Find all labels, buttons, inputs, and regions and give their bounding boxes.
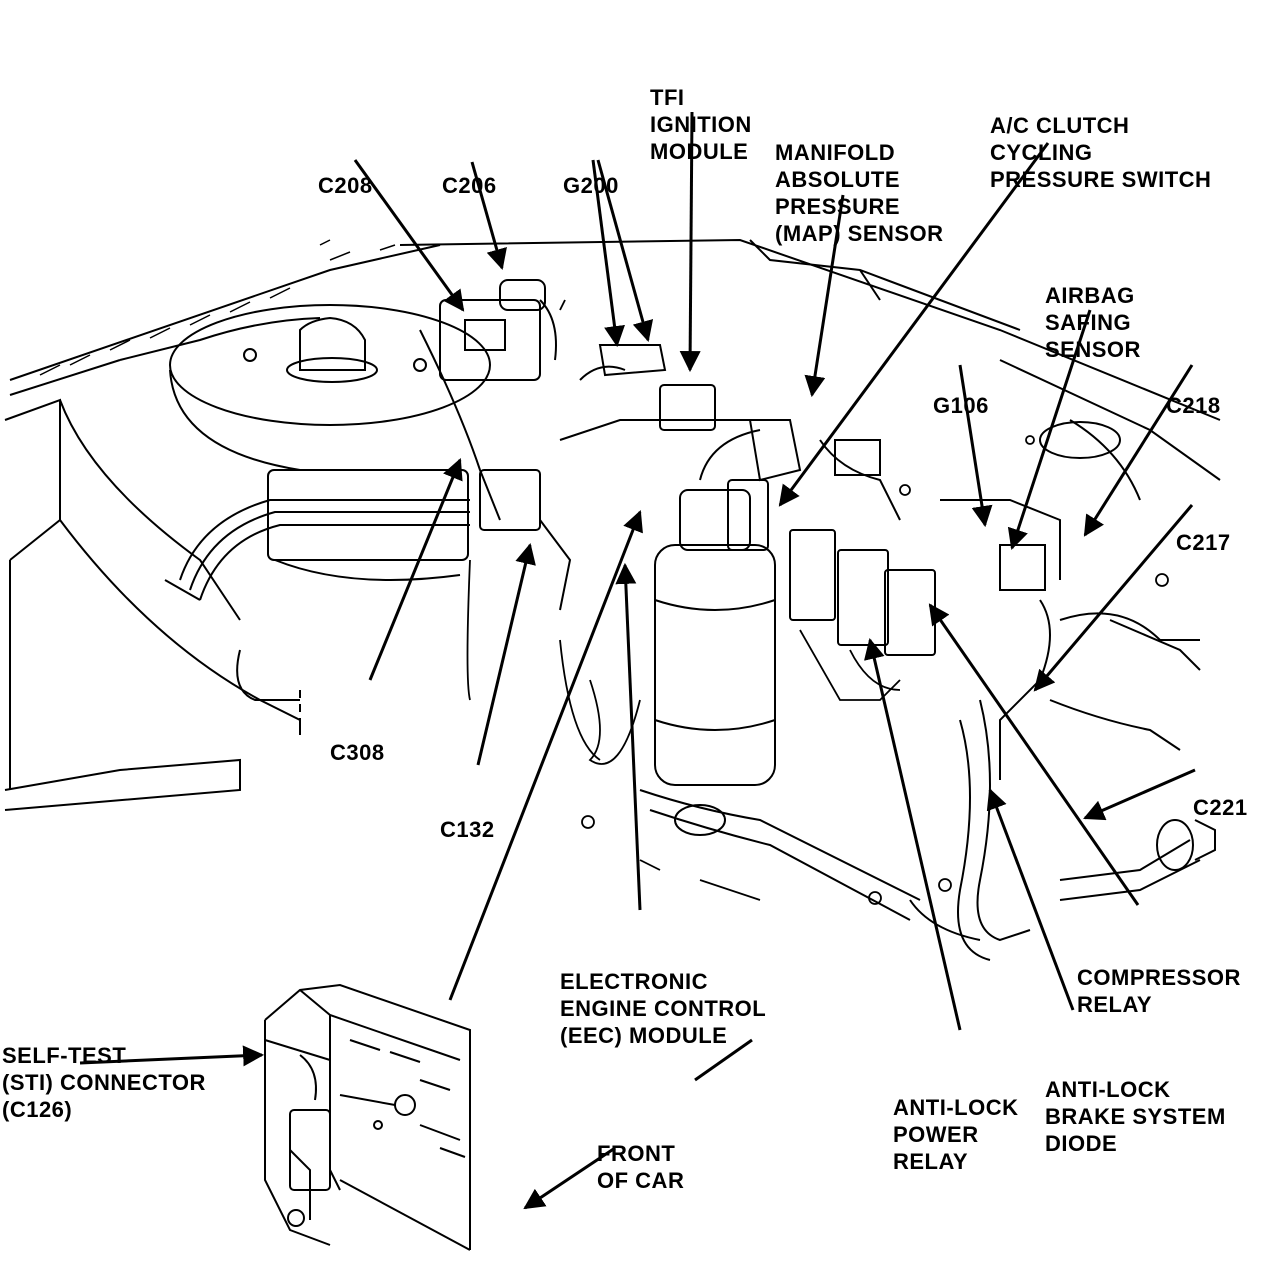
tfi-module-shape	[559, 344, 760, 441]
label-c208: C208	[318, 173, 373, 198]
label-c217: C217	[1176, 530, 1231, 555]
relay-cluster	[748, 419, 936, 656]
label-g106: G106	[933, 393, 989, 418]
misc-lines	[466, 299, 1169, 905]
wiring-harness-left	[164, 469, 470, 601]
canister	[654, 429, 776, 786]
label-c218: C218	[1166, 393, 1221, 418]
leader-arrows	[79, 111, 1196, 1210]
front-arrow-tail	[694, 1038, 753, 1082]
right-components	[940, 499, 1201, 780]
label-c221: C221	[1193, 795, 1248, 820]
self-test-connector-inset	[264, 983, 471, 1251]
label-g200: G200	[563, 173, 619, 198]
fender-outline	[4, 244, 441, 811]
strut-tower	[169, 304, 491, 471]
label-c206: C206	[442, 173, 497, 198]
hoses	[639, 699, 1216, 961]
connector-cluster	[419, 279, 572, 611]
label-c308: C308	[330, 740, 385, 765]
label-self-test-connector: SELF-TEST(STI) CONNECTOR(C126)	[2, 1043, 206, 1122]
label-c132: C132	[440, 817, 495, 842]
fender-hatching	[39, 239, 396, 376]
